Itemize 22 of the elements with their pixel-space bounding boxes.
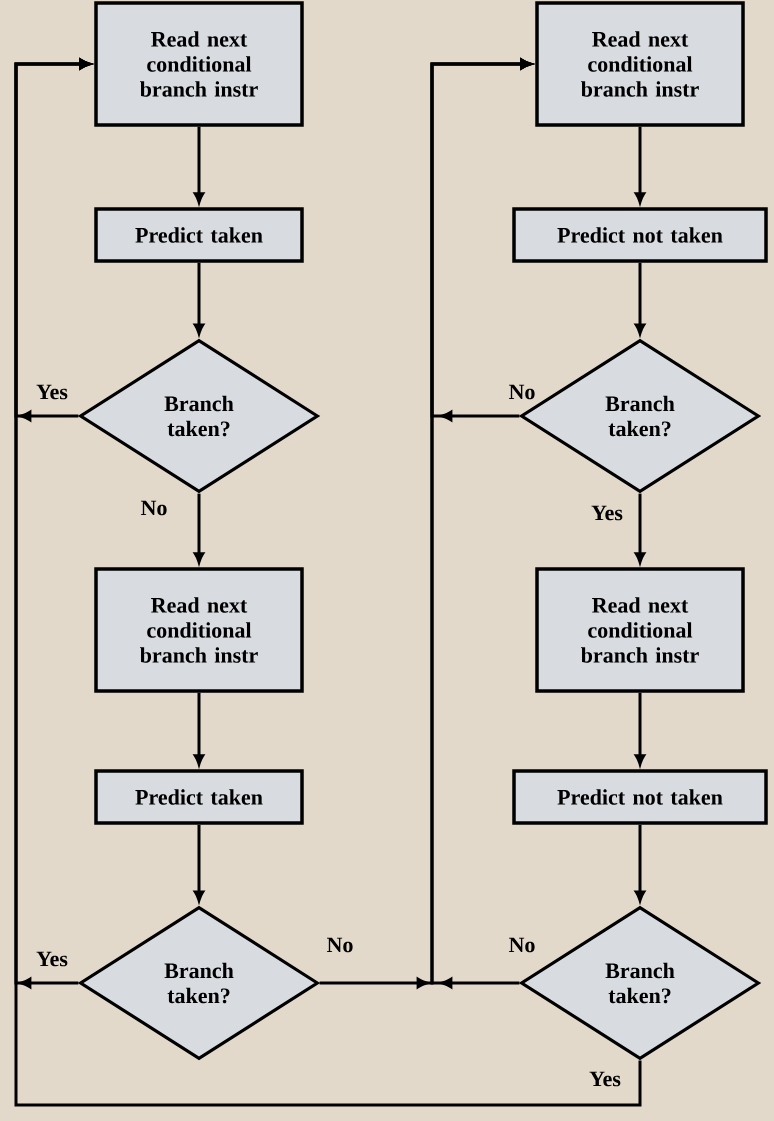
process-box: Read next conditional branch instr — [94, 567, 304, 693]
arrow — [634, 692, 646, 766]
process-box: Predict taken — [94, 207, 304, 263]
arrow — [634, 493, 646, 564]
edge-label: No — [327, 937, 353, 953]
edge-label: Yes — [36, 384, 68, 400]
arrow — [14, 58, 642, 1107]
arrow — [430, 58, 532, 989]
arrow — [193, 692, 205, 766]
process-box: Predict taken — [94, 769, 304, 825]
process-box: Read next conditional branch instr — [94, 1, 304, 127]
edge-label: Yes — [36, 951, 68, 967]
process-box: Predict not taken — [512, 769, 768, 825]
edge-label: Yes — [591, 505, 623, 521]
arrow — [193, 126, 205, 204]
process-box: Read next conditional branch instr — [535, 1, 745, 127]
edge-label: Yes — [589, 1071, 621, 1087]
process-box: Predict not taken — [512, 207, 768, 263]
arrow — [193, 493, 205, 564]
arrow — [634, 126, 646, 204]
process-box: Read next conditional branch instr — [535, 567, 745, 693]
edge-label: No — [141, 500, 167, 516]
